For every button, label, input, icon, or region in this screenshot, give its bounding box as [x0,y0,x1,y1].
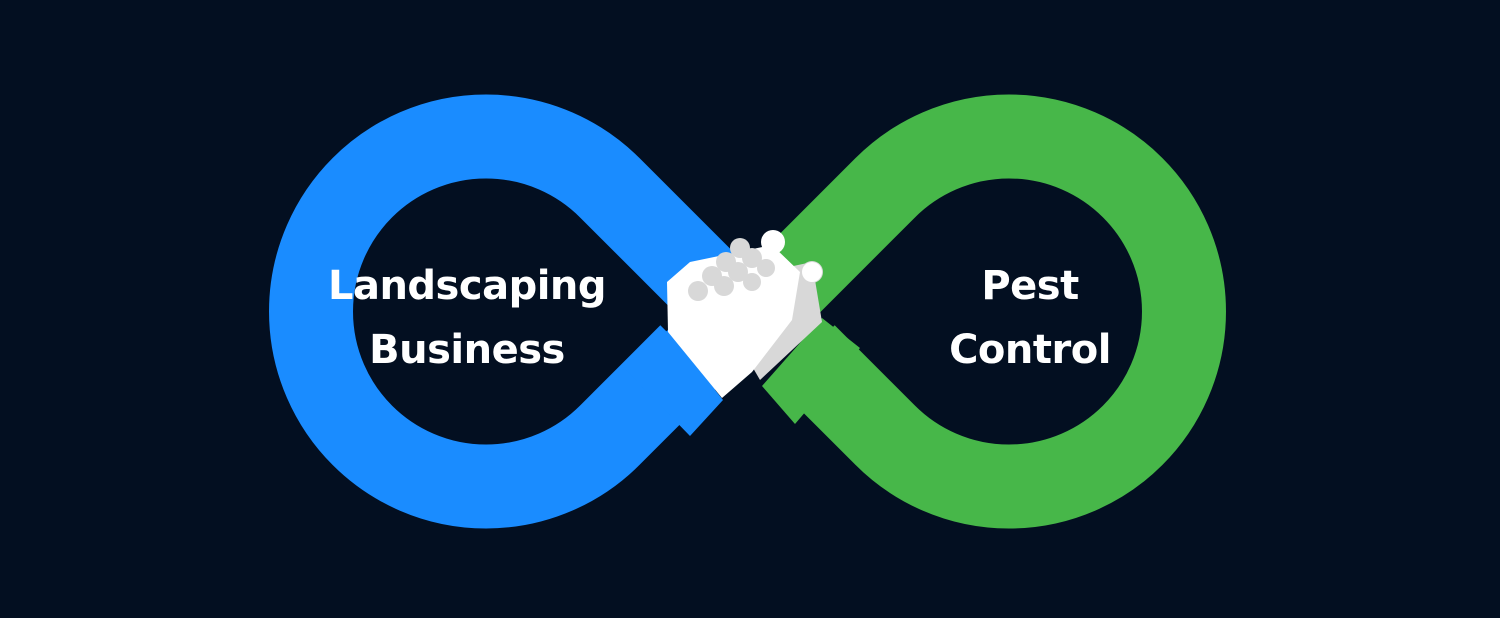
right-label-line1: Pest [981,263,1079,309]
fingers [688,238,775,301]
right-loop-ring [760,94,1226,529]
right-sleeve-cuff [762,318,860,424]
left-label-line2: Business [369,327,565,373]
left-sleeve-cuff [622,330,723,436]
right-label-line2: Control [949,327,1111,373]
handshake-icon [622,230,860,436]
left-loop-label: Landscaping Business [312,254,622,382]
left-label-line1: Landscaping [327,263,607,309]
left-loop-ring [269,94,735,529]
right-loop-label: Pest Control [890,254,1170,382]
